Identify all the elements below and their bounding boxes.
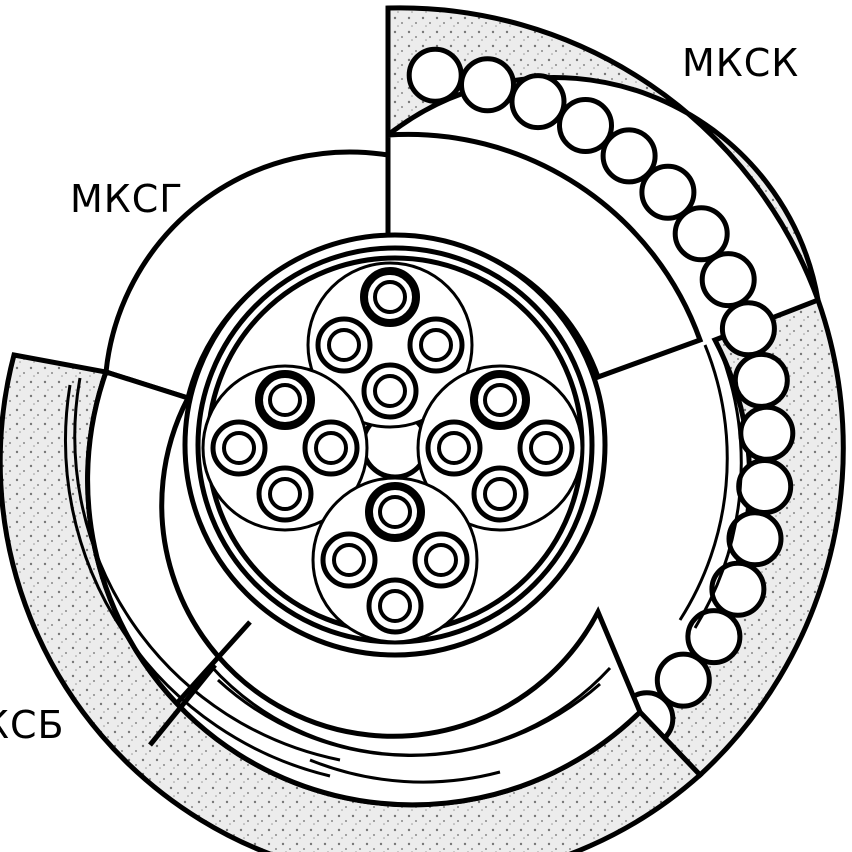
conductor-core bbox=[327, 328, 361, 362]
armor-wire bbox=[732, 351, 790, 409]
star-quad bbox=[311, 476, 479, 644]
conductor-core bbox=[483, 383, 517, 417]
quad-boundary bbox=[306, 261, 474, 429]
ksb-tape-5 bbox=[309, 758, 501, 784]
quad-boundary bbox=[416, 364, 584, 532]
conductor-core bbox=[332, 543, 366, 577]
armor-wire bbox=[459, 56, 516, 114]
conductor-core bbox=[483, 477, 517, 511]
ksb-tape-1 bbox=[73, 377, 341, 762]
armor-wire bbox=[738, 404, 796, 462]
armor-wire bbox=[736, 458, 794, 515]
armor-wire bbox=[672, 205, 730, 263]
mksk-tape-2 bbox=[693, 349, 743, 629]
ksb-divider-2 bbox=[176, 620, 252, 704]
label-ksb: КСБ bbox=[0, 703, 65, 747]
quad-boundary bbox=[311, 476, 479, 644]
ksb-divider-1 bbox=[148, 663, 217, 747]
armor-wire bbox=[600, 127, 658, 185]
armor-wire bbox=[406, 46, 464, 104]
armor-wire bbox=[557, 97, 614, 154]
mksk-tape-1 bbox=[678, 344, 729, 621]
conductor-core bbox=[424, 543, 458, 577]
armor-wire bbox=[639, 163, 697, 221]
ksb-tape-2 bbox=[64, 384, 331, 778]
armor-wire bbox=[709, 560, 767, 618]
star-quad bbox=[306, 261, 474, 429]
star-quad bbox=[416, 364, 584, 532]
armor-wire bbox=[685, 608, 743, 666]
sector-mksk bbox=[385, 5, 846, 781]
quad-boundary bbox=[201, 364, 369, 532]
conductor-core bbox=[378, 589, 412, 623]
label-mksk: МКСК bbox=[682, 41, 799, 85]
sector-ksb bbox=[0, 344, 743, 852]
mksk-armor-wires bbox=[406, 46, 796, 781]
label-mksg: МКСГ bbox=[70, 177, 183, 221]
star-quad bbox=[201, 364, 369, 532]
armor-wire bbox=[654, 651, 712, 709]
conductor-core bbox=[378, 495, 412, 529]
armor-wire bbox=[726, 510, 784, 568]
conductor-core bbox=[222, 431, 256, 465]
conductor-core bbox=[373, 280, 407, 314]
conductor-core bbox=[314, 431, 348, 465]
armor-wire bbox=[509, 73, 567, 131]
ksb-tape-4 bbox=[216, 678, 601, 757]
conductor-core bbox=[437, 431, 471, 465]
cable-core bbox=[182, 232, 608, 658]
conductor-core bbox=[268, 477, 302, 511]
conductor-core bbox=[419, 328, 453, 362]
conductor-core bbox=[268, 383, 302, 417]
quad-groups bbox=[201, 261, 584, 644]
conductor-core bbox=[373, 374, 407, 408]
conductor-core bbox=[529, 431, 563, 465]
armor-wire bbox=[699, 251, 757, 309]
armor-wire bbox=[719, 300, 777, 358]
